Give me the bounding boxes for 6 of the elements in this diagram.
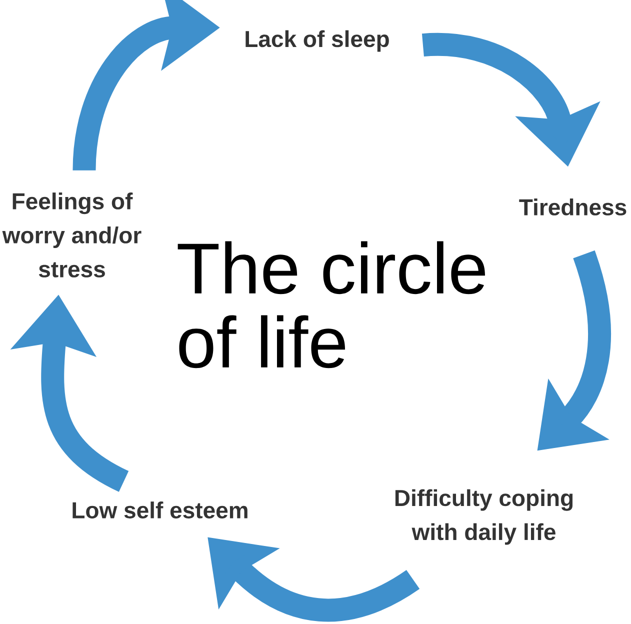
step-label: Difficulty coping with daily life (395, 489, 573, 545)
step-label: Low self esteem (72, 502, 248, 518)
title: The circle of life (178, 241, 485, 368)
step-label: Feelings of worry and/or stress (2, 192, 142, 278)
step-label: Tiredness (519, 198, 626, 216)
step-label: Lack of sleep (246, 30, 389, 52)
